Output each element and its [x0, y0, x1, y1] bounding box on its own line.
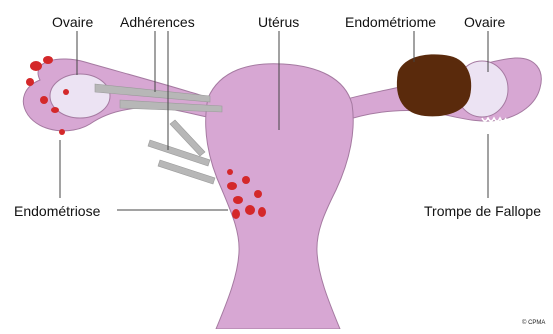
endometrioma-mass: [397, 54, 471, 116]
copyright-text: © CPMA: [522, 320, 545, 326]
label-endometriose: Endométriose: [14, 203, 100, 219]
label-ovaire-right: Ovaire: [464, 14, 505, 30]
label-ovaire-left: Ovaire: [52, 14, 93, 30]
label-endometriome: Endométriome: [345, 14, 436, 30]
ovary-left: [50, 74, 110, 118]
label-adherences: Adhérences: [120, 14, 195, 30]
label-trompe: Trompe de Fallope: [424, 203, 541, 219]
label-uterus: Utérus: [258, 14, 299, 30]
